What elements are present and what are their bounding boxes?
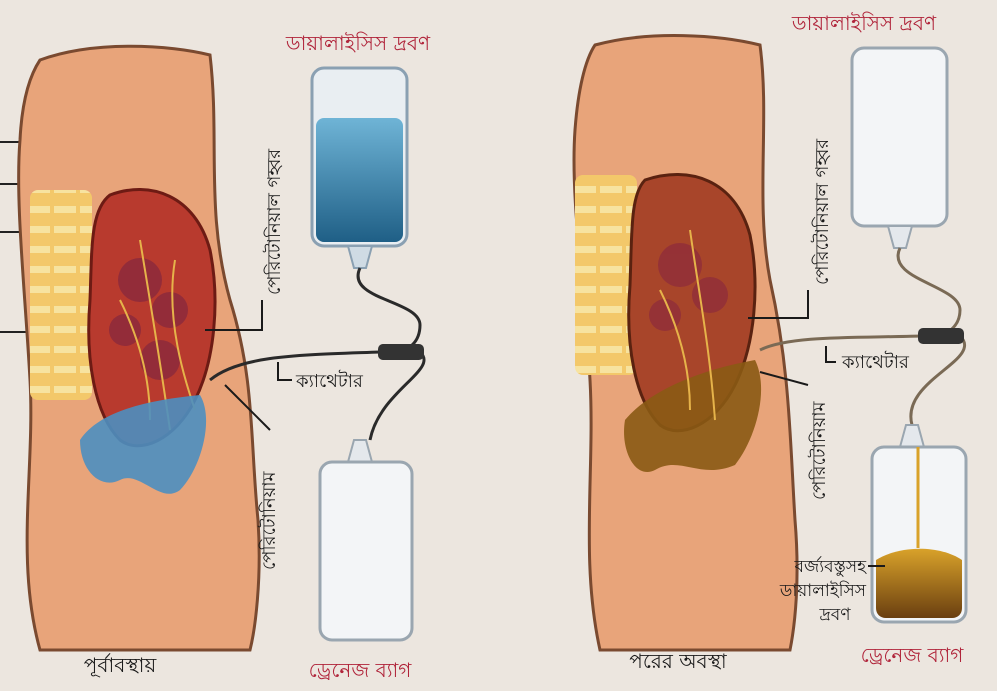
left-panel: ডায়ালাইসিস দ্রবণ পেরিটোনিয়াল গহ্বর ক্য… — [0, 31, 431, 682]
right-spine — [575, 175, 637, 375]
right-peritoneal-cavity-label: পেরিটোনিয়াল গহ্বর — [811, 138, 833, 285]
right-solution-bag — [852, 48, 947, 248]
right-caption: পরের অবস্থা — [629, 649, 728, 673]
right-waste-label-line1: বর্জ্যবস্তুসহ — [794, 556, 868, 577]
right-drainage-bag-label: ড্রেনেজ ব্যাগ — [861, 643, 965, 667]
left-solution-bag — [312, 68, 407, 268]
right-dialysis-solution-label: ডায়ালাইসিস দ্রবণ — [791, 11, 937, 35]
right-waste-label-line3: দ্রবণ — [818, 605, 851, 625]
left-drainage-bag-label: ড্রেনেজ ব্যাগ — [309, 658, 413, 682]
left-peritoneum-label: পেরিটোনিয়াম — [258, 470, 280, 570]
right-catheter-label: ক্যাথেটার — [841, 351, 910, 373]
left-catheter-connector — [378, 344, 424, 360]
right-waste-label-line2: ডায়ালাইসিস — [779, 580, 867, 601]
left-dialysis-solution-label: ডায়ালাইসিস দ্রবণ — [285, 31, 431, 55]
left-spine — [30, 190, 92, 400]
left-drainage-bag — [320, 440, 412, 640]
right-peritoneum-label: পেরিটোনিয়াম — [808, 400, 830, 500]
left-catheter-label: ক্যাথেটার — [295, 370, 364, 392]
right-catheter-connector — [918, 328, 964, 344]
right-panel: ডায়ালাইসিস দ্রবণ পেরিটোনিয়াল গহ্বর ক্য… — [574, 11, 966, 673]
left-peritoneal-cavity-label: পেরিটোনিয়াল গহ্বর — [263, 148, 285, 295]
right-drainage-bag — [872, 425, 966, 622]
left-caption: পূর্বাবস্থায় — [84, 653, 158, 677]
